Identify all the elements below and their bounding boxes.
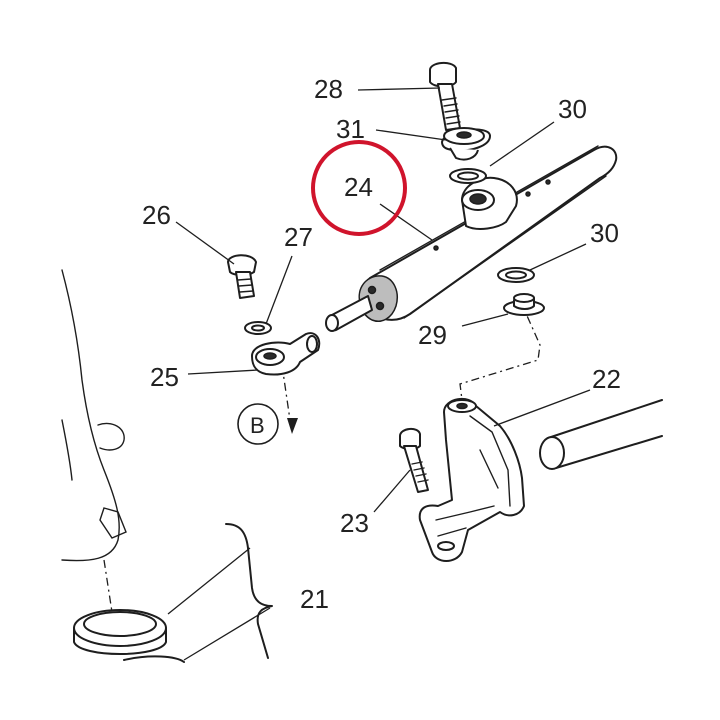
label-23: 23 <box>340 508 369 538</box>
part-30-washer-top <box>449 168 487 184</box>
label-31: 31 <box>336 114 365 144</box>
part-30-washer-bottom <box>497 267 535 283</box>
part-26-bolt <box>227 254 257 299</box>
part-22-bracket <box>418 397 525 562</box>
part-25-rod-end <box>251 332 321 376</box>
label-26: 26 <box>142 200 171 230</box>
label-28: 28 <box>314 74 343 104</box>
label-27: 27 <box>284 222 313 252</box>
part-29-bushing <box>503 293 545 316</box>
tube <box>539 399 663 470</box>
reference-b-marker <box>237 403 298 445</box>
leader-lines <box>167 87 591 661</box>
part-28-bolt <box>429 62 461 131</box>
label-b: B <box>250 413 265 438</box>
label-30-bottom: 30 <box>590 218 619 248</box>
label-22: 22 <box>592 364 621 394</box>
label-25: 25 <box>150 362 179 392</box>
part-24-rod-body <box>325 145 618 332</box>
highlight-circle-24 <box>311 140 407 236</box>
label-29: 29 <box>418 320 447 350</box>
part-27-washer <box>244 321 272 335</box>
assembly-lines <box>103 299 541 613</box>
label-24: 24 <box>344 172 373 202</box>
label-30-top: 30 <box>558 94 587 124</box>
part-31-bushing <box>441 127 491 161</box>
part-23-bolt <box>399 428 429 493</box>
part-21-ring <box>73 523 273 663</box>
frame-housing <box>61 269 127 562</box>
label-21: 21 <box>300 584 329 614</box>
